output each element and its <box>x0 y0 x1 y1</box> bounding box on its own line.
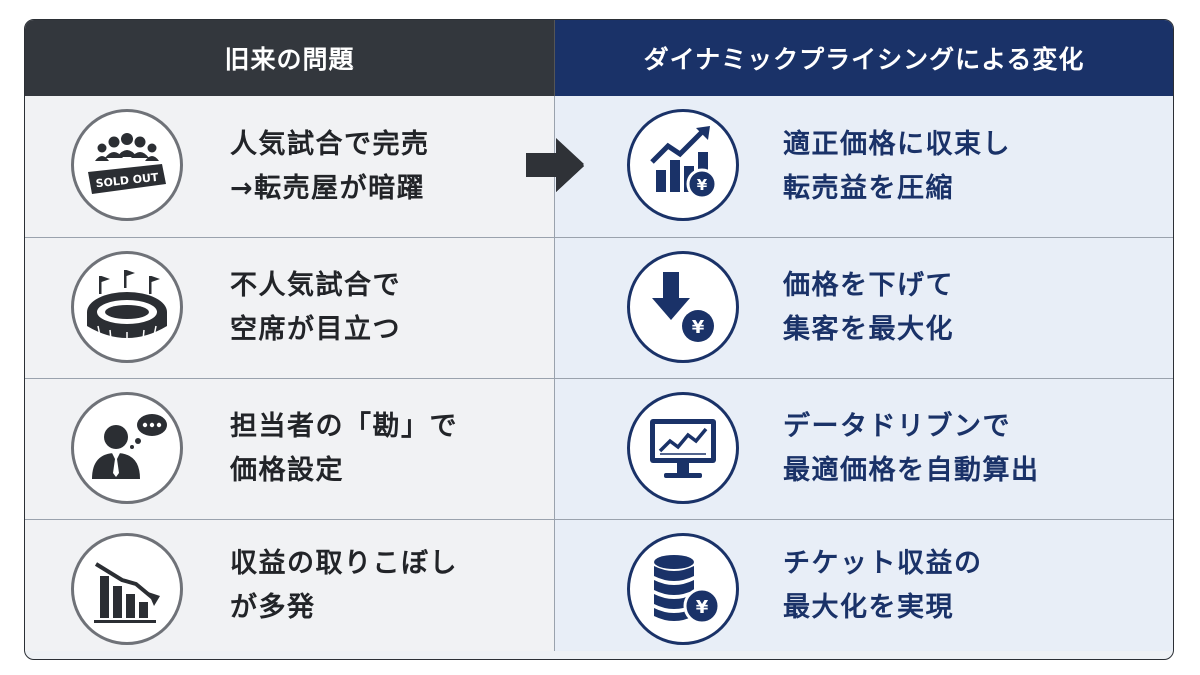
solution-cell: ¥ 価格を下げて 集客を最大化 <box>554 238 1173 378</box>
yen-symbol: ¥ <box>697 176 708 194</box>
problem-cell: 不人気試合で 空席が目立つ <box>25 238 554 378</box>
yen-symbol: ¥ <box>696 597 709 618</box>
solution-line: 価格を下げて <box>783 270 954 301</box>
problem-text: 人気試合で完売 →転売屋が暗躍 <box>230 96 430 237</box>
solution-line: データドリブンで <box>783 411 1011 442</box>
problem-line: →転売屋が暗躍 <box>230 172 426 204</box>
solution-text: 適正価格に収束し 転売益を圧縮 <box>783 96 1011 237</box>
table-body: SOLD OUT 人気試合で完売 →転売屋が暗躍 <box>25 96 1173 651</box>
solution-text: 価格を下げて 集客を最大化 <box>783 238 954 378</box>
problem-line: 価格設定 <box>230 455 344 486</box>
problem-line: が多発 <box>230 591 316 623</box>
header-dynamic-pricing-changes: ダイナミックプライシングによる変化 <box>554 20 1173 96</box>
problem-line: 空席が目立つ <box>230 314 401 345</box>
coin-stack-yen-icon: ¥ <box>627 533 739 645</box>
table-row: 不人気試合で 空席が目立つ ¥ 価格を下げて <box>25 140 1173 378</box>
solution-text: データドリブンで 最適価格を自動算出 <box>783 379 1040 519</box>
monitor-chart-icon <box>627 392 739 504</box>
chart-up-yen-icon: ¥ <box>627 109 739 221</box>
solution-cell: データドリブンで 最適価格を自動算出 <box>554 379 1173 519</box>
problem-cell: SOLD OUT 人気試合で完売 →転売屋が暗躍 <box>25 96 554 237</box>
table-header: 旧来の問題 ダイナミックプライシングによる変化 <box>25 20 1173 96</box>
problem-text: 収益の取りこぼし が多発 <box>230 520 458 651</box>
problem-line: 収益の取りこぼし <box>230 547 458 579</box>
problem-text: 担当者の「勘」で 価格設定 <box>230 379 458 519</box>
problem-cell: 収益の取りこぼし が多発 <box>25 520 554 651</box>
comparison-table: 旧来の問題 ダイナミックプライシングによる変化 <box>24 19 1174 660</box>
table-row: 担当者の「勘」で 価格設定 <box>25 140 1173 519</box>
table-row: SOLD OUT 人気試合で完売 →転売屋が暗躍 <box>25 96 1173 237</box>
solution-cell: ¥ 適正価格に収束し 転売益を圧縮 <box>554 96 1173 237</box>
problem-line: 不人気試合で <box>230 270 401 301</box>
solution-text: チケット収益の 最大化を実現 <box>783 520 983 651</box>
problem-cell: 担当者の「勘」で 価格設定 <box>25 379 554 519</box>
crowd-sold-out-icon: SOLD OUT <box>71 109 183 221</box>
chart-decline-icon <box>71 533 183 645</box>
right-arrow-icon <box>526 138 584 190</box>
yen-symbol: ¥ <box>692 317 705 338</box>
solution-line: 集客を最大化 <box>783 314 954 345</box>
solution-line: 最大化を実現 <box>783 591 954 623</box>
solution-line: 適正価格に収束し <box>783 128 1011 160</box>
problem-line: 担当者の「勘」で <box>230 411 458 442</box>
problem-line: 人気試合で完売 <box>230 128 430 160</box>
solution-line: 最適価格を自動算出 <box>783 455 1040 486</box>
problem-text: 不人気試合で 空席が目立つ <box>230 238 401 378</box>
stadium-icon <box>71 251 183 363</box>
solution-line: チケット収益の <box>783 547 983 579</box>
solution-cell: ¥ チケット収益の 最大化を実現 <box>554 520 1173 651</box>
arrow-down-yen-icon: ¥ <box>627 251 739 363</box>
header-old-problems: 旧来の問題 <box>25 20 554 96</box>
solution-line: 転売益を圧縮 <box>783 172 954 204</box>
person-thinking-icon <box>71 392 183 504</box>
table-row: 収益の取りこぼし が多発 ¥ <box>25 138 1173 651</box>
